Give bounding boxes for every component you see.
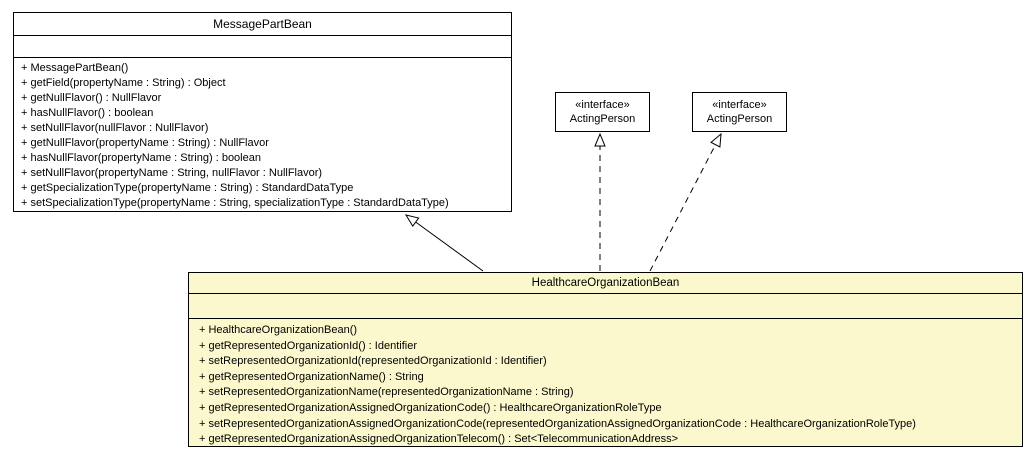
method-item: + hasNullFlavor() : boolean — [21, 107, 154, 119]
attributes-compartment — [189, 294, 1022, 319]
method-item: + getRepresentedOrganizationAssignedOrga… — [199, 401, 662, 414]
method-item: + getRepresentedOrganizationId() : Ident… — [199, 339, 417, 352]
method-item: + setRepresentedOrganizationAssignedOrga… — [199, 417, 916, 430]
class-healthcare-organization-bean: HealthcareOrganizationBean + HealthcareO… — [188, 272, 1023, 447]
method-item: + hasNullFlavor(propertyName : String) :… — [21, 152, 261, 164]
methods-compartment: + HealthcareOrganizationBean() + getRepre… — [189, 319, 1022, 448]
interface-acting-person-right[interactable]: «interface» ActingPerson — [692, 92, 787, 132]
class-message-part-bean[interactable]: MessagePartBean + MessagePartBean() + get… — [13, 12, 512, 212]
method-item: + getNullFlavor(propertyName : String) :… — [21, 137, 269, 149]
method-item: + setRepresentedOrganizationId(represent… — [199, 355, 547, 368]
realization-arrow-to-actingperson-right — [649, 132, 722, 272]
method-item: + MessagePartBean() — [21, 62, 129, 74]
method-item: + setSpecializationType(propertyName : S… — [21, 197, 449, 209]
method-item: + HealthcareOrganizationBean() — [199, 324, 358, 336]
class-title[interactable]: MessagePartBean — [14, 13, 511, 36]
method-item: + getNullFlavor() : NullFlavor — [21, 92, 162, 104]
interface-name: ActingPerson — [706, 113, 773, 125]
method-item: + getField(propertyName : String) : Obje… — [21, 77, 226, 89]
method-item: + setNullFlavor(nullFlavor : NullFlavor) — [21, 122, 209, 134]
interface-stereotype: «interface» — [575, 99, 630, 111]
attributes-compartment — [14, 36, 511, 58]
method-item: + getRepresentedOrganizationAssignedOrga… — [199, 433, 679, 446]
generalization-arrow-to-messagepartbean — [404, 214, 484, 272]
class-title: HealthcareOrganizationBean — [189, 273, 1022, 294]
interface-name: ActingPerson — [569, 113, 636, 125]
method-item: + getRepresentedOrganizationName() : Str… — [199, 370, 424, 383]
method-item: + getSpecializationType(propertyName : S… — [21, 182, 354, 194]
interface-acting-person-left[interactable]: «interface» ActingPerson — [555, 92, 650, 132]
methods-compartment: + MessagePartBean() + getField(propertyNa… — [14, 58, 511, 211]
interface-stereotype: «interface» — [712, 99, 767, 111]
method-item: + setNullFlavor(propertyName : String, n… — [21, 167, 323, 179]
method-item: + setRepresentedOrganizationName(represe… — [199, 386, 574, 399]
